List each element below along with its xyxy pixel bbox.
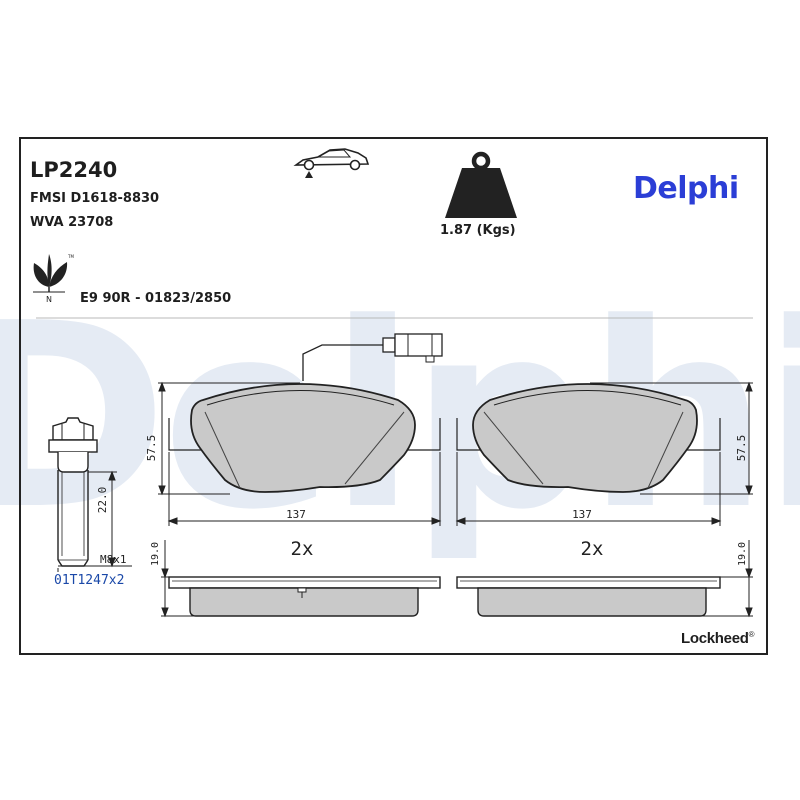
bolt-thread-label: M8x1 — [100, 553, 127, 566]
fmsi-code: FMSI D1618-8830 — [30, 191, 160, 206]
eco-label: N — [46, 295, 52, 304]
lockheed-logo: Lockheed® — [681, 630, 755, 647]
width-dimension-right — [455, 452, 722, 526]
part-number: LP2240 — [30, 158, 118, 182]
thickness-label-left: 19.0 — [150, 542, 161, 566]
left-pad-top-view — [168, 383, 441, 493]
height-dimension-right — [590, 381, 753, 496]
left-pad-side-view — [168, 576, 441, 617]
leaf-eco-icon: N TM — [33, 254, 74, 304]
eco-tm: TM — [67, 254, 74, 259]
width-label-left: 137 — [286, 508, 306, 521]
quantity-label-right: 2x — [581, 538, 604, 560]
car-front-axle-icon — [293, 148, 370, 178]
bolt-length-label: 22.0 — [96, 487, 109, 514]
registered-mark: ® — [748, 630, 755, 639]
bolt-drawing — [48, 417, 98, 567]
weight-icon — [445, 151, 517, 218]
width-label-right: 137 — [572, 508, 592, 521]
delphi-logo: Delphi — [633, 171, 739, 206]
weight-value: 1.87 (Kgs) — [440, 223, 516, 238]
outer-frame — [19, 137, 768, 655]
height-dimension-left — [158, 381, 300, 496]
right-pad-top-view — [456, 383, 721, 493]
lockheed-text: Lockheed — [681, 630, 749, 647]
approval-number: E9 90R - 01823/2850 — [80, 291, 232, 306]
bolt-part-ref: 01T1247x2 — [54, 573, 124, 588]
right-pad-side-view — [456, 576, 721, 617]
bolt-thread-dimension — [57, 565, 132, 572]
height-label-left: 57.5 — [145, 435, 158, 462]
width-dimension-left — [167, 452, 442, 526]
wva-code: WVA 23708 — [30, 215, 114, 230]
wear-sensor — [302, 333, 443, 381]
thickness-dimension-right — [700, 540, 753, 618]
thickness-label-right: 19.0 — [737, 542, 748, 566]
quantity-label-left: 2x — [291, 538, 314, 560]
height-label-right: 57.5 — [735, 435, 748, 462]
